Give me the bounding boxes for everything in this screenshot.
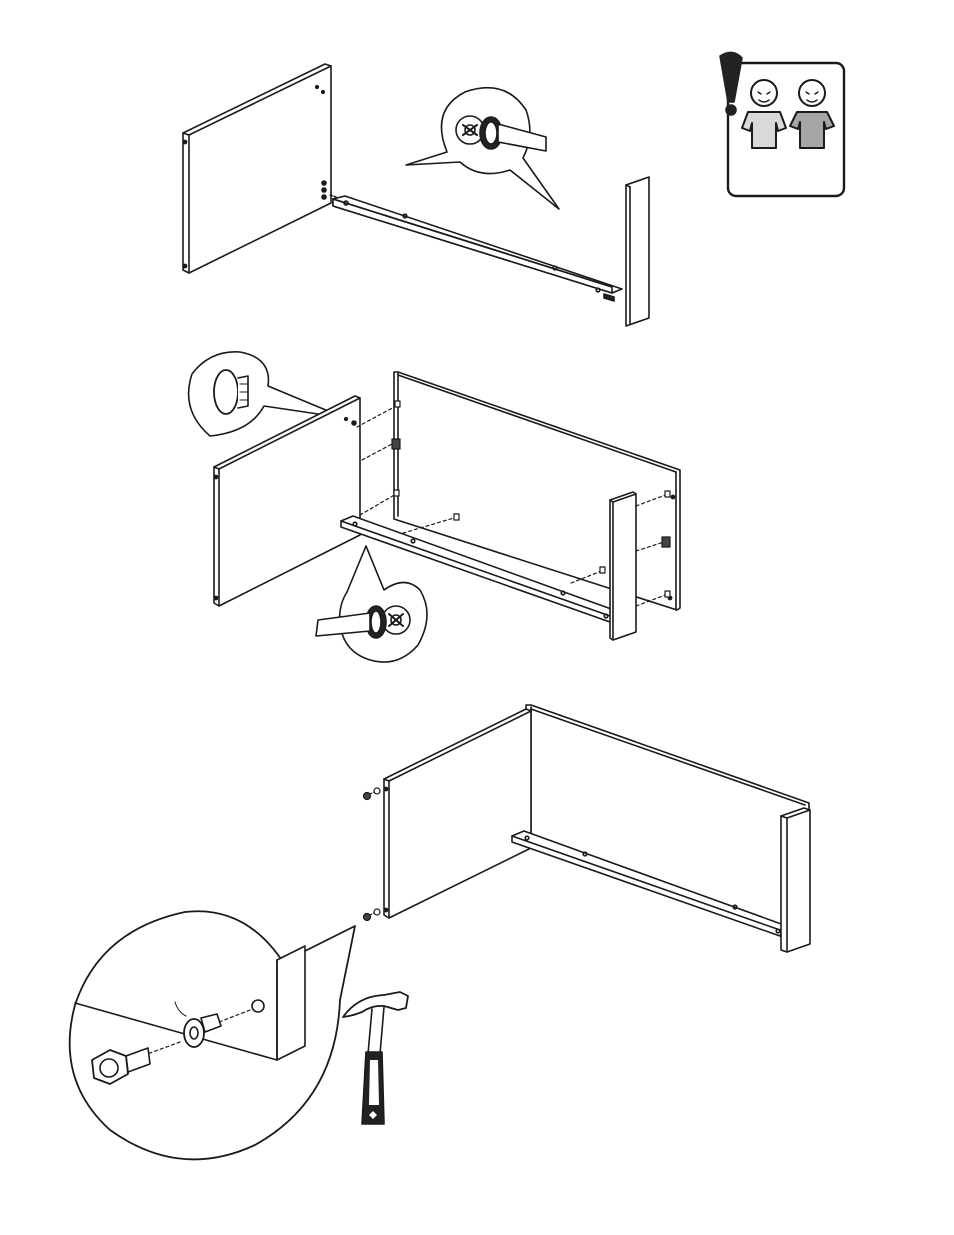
assembled-back-panel [517,705,809,943]
side-panel [183,64,331,273]
assembled-right-post [781,808,810,952]
cam-lock-callout [406,88,559,209]
end-post [626,177,649,326]
hammer-icon [343,992,408,1124]
step-2 [189,352,680,662]
cam-lock-callout-2 [316,546,427,662]
assembled-left-panel [384,709,531,918]
front-post [610,492,636,640]
step-3 [70,705,810,1159]
step-1 [183,64,649,326]
leveling-feet-small [364,788,381,921]
dowel-icon [214,370,248,414]
bottom-rail [330,195,622,301]
back-panel [394,372,680,610]
leveling-foot-callout [70,911,355,1159]
two-persons-warning-icon [720,52,844,196]
